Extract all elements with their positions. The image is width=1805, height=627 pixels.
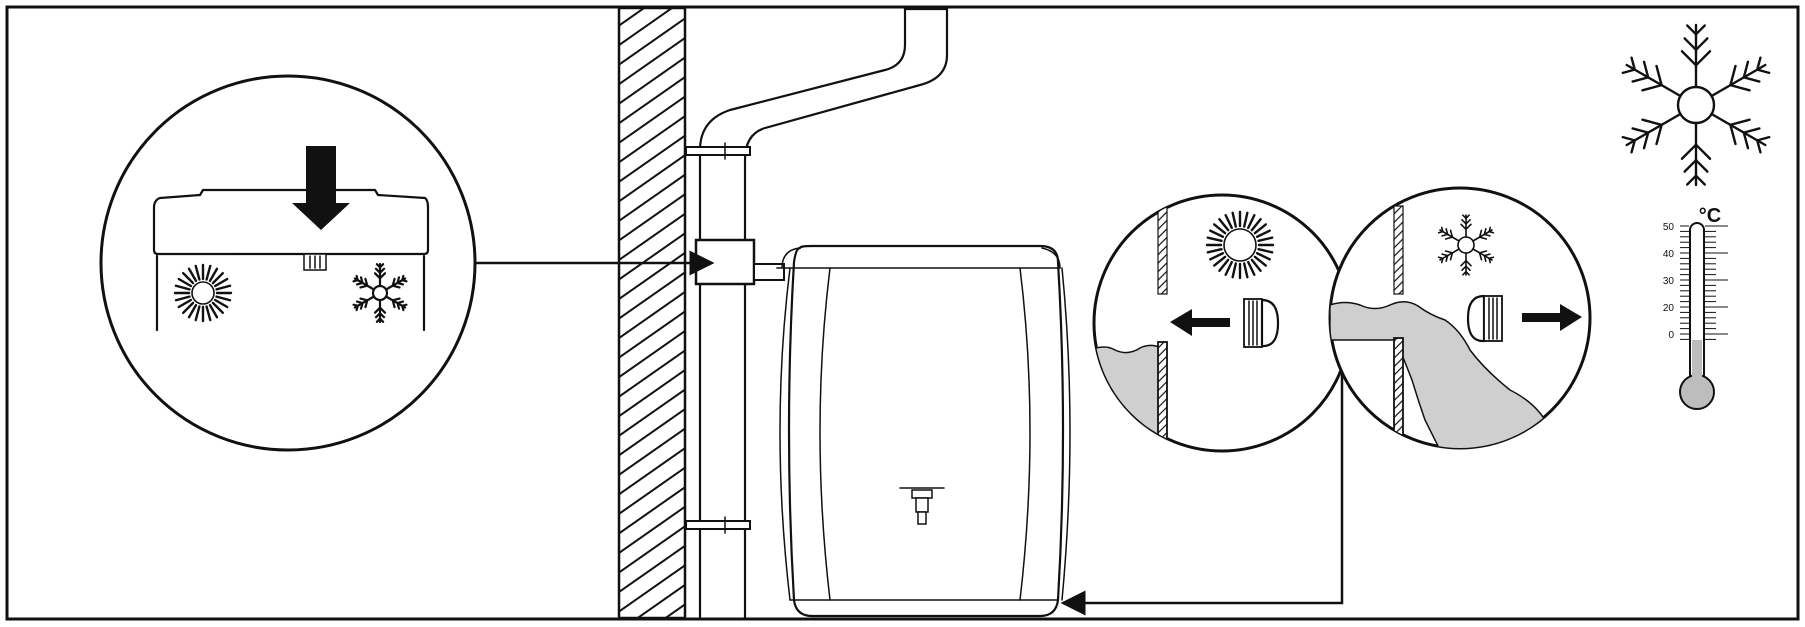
pipe-bracket-top: [685, 142, 751, 160]
sun-icon: [173, 263, 233, 323]
arrow-remove-plug: [1522, 304, 1582, 331]
thermometer-unit: °C: [1699, 205, 1721, 227]
thermometer-icon: °C 50 40 30 20 0: [1663, 205, 1728, 410]
downpipe: [685, 7, 949, 620]
house-wall: [617, 6, 687, 620]
pipe-bracket-bottom: [685, 516, 751, 534]
detail-circle-diverter-switch: [99, 74, 477, 452]
snowflake-icon: [1621, 23, 1771, 187]
scale-label-0: 0: [1668, 330, 1674, 341]
snowflake-icon: [352, 262, 408, 324]
scale-label-40: 40: [1663, 249, 1675, 260]
water-flow-winter: [1330, 301, 1551, 448]
pointer-line-to-barrel: [1060, 372, 1344, 616]
detail-circle-winter-position: [1328, 186, 1592, 450]
press-down-arrow: [292, 146, 350, 230]
scale-label-20: 20: [1663, 303, 1675, 314]
snowflake-icon: [1437, 214, 1495, 276]
plug-winter: [1466, 294, 1503, 343]
thermometer-scale: 50 40 30 20 0: [1663, 222, 1675, 341]
arrow-insert-plug: [1170, 309, 1230, 336]
plug-summer: [1243, 298, 1280, 348]
scale-label-30: 30: [1663, 276, 1675, 287]
sun-icon: [1205, 210, 1275, 280]
tap-icon: [899, 487, 945, 525]
scale-label-50: 50: [1663, 222, 1675, 233]
rain-barrel: [776, 244, 1071, 618]
